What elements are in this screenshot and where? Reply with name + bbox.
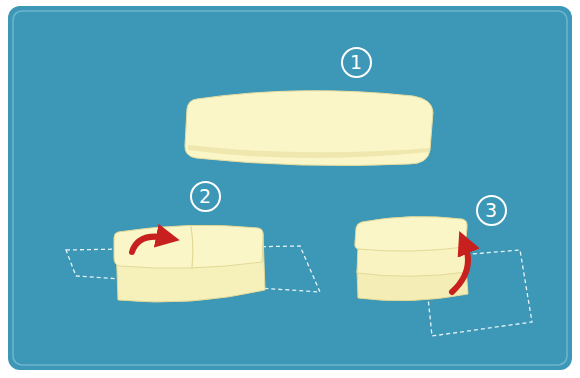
callout-number: 2 <box>199 187 211 206</box>
futon-top-layer <box>355 217 467 251</box>
futon-fold-layer <box>114 225 263 268</box>
step-number-circle: 3 <box>476 195 507 226</box>
step-number-circle: 2 <box>190 181 221 212</box>
fold-arrow <box>132 237 168 252</box>
callout-number: 1 <box>350 53 362 72</box>
panel-border <box>13 11 567 365</box>
background-panel <box>8 6 572 370</box>
callout-number: 3 <box>485 201 497 220</box>
fold-arrow <box>452 242 468 292</box>
futon-flat <box>185 91 433 166</box>
fold-line <box>191 226 193 268</box>
step-number-circle: 1 <box>341 47 372 78</box>
futon-shade <box>188 145 430 158</box>
